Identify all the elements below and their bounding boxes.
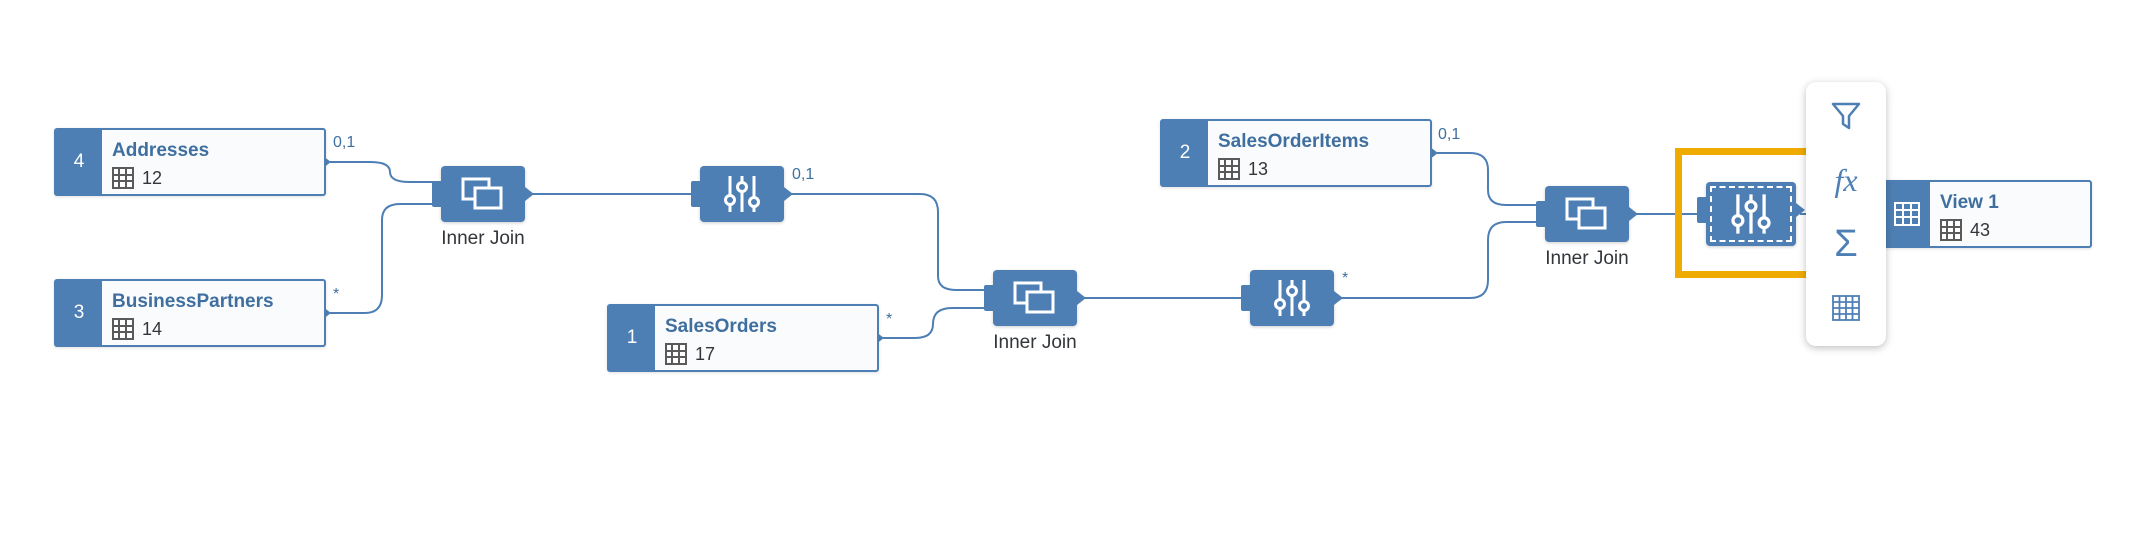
join-node-1[interactable] (432, 166, 534, 222)
join-order-badge: 4 (56, 130, 102, 194)
selection-highlight (1675, 148, 1819, 278)
join-order-badge: 1 (609, 306, 655, 370)
source-node-sales-order-items[interactable]: 2 SalesOrderItems 13 (1160, 119, 1432, 187)
filter-icon[interactable] (1822, 92, 1870, 140)
join-icon (1565, 197, 1607, 230)
node-action-toolbar: fx Σ (1806, 82, 1886, 346)
projection-icon (1731, 194, 1771, 234)
cardinality-label: * (333, 286, 340, 303)
wire-projection-a-to-join-2 (790, 193, 993, 291)
table-icon (1218, 158, 1240, 180)
join-icon (1013, 281, 1055, 314)
cardinality-label: * (1342, 270, 1349, 287)
join-label: Inner Join (441, 228, 525, 249)
wire-salesorders-to-join-2 (883, 307, 993, 339)
output-node-view[interactable]: View 1 43 (1882, 180, 2092, 248)
source-node-sales-orders[interactable]: 1 SalesOrders 17 (607, 304, 879, 372)
view-icon (1884, 182, 1930, 246)
column-count: 12 (142, 167, 163, 188)
join-node-2[interactable] (984, 270, 1086, 326)
source-node-addresses[interactable]: 4 Addresses 12 (54, 128, 326, 196)
join-order-badge: 3 (56, 281, 102, 345)
source-name: SalesOrderItems (1218, 131, 1370, 152)
table-icon (1940, 219, 1962, 241)
join-order-badge: 2 (1162, 121, 1208, 185)
source-name: SalesOrders (665, 316, 777, 337)
source-name: Addresses (112, 140, 210, 161)
join-label: Inner Join (993, 332, 1077, 353)
column-count: 14 (142, 318, 163, 339)
column-count: 13 (1248, 158, 1269, 179)
column-count: 43 (1970, 219, 1991, 240)
join-icon (461, 177, 503, 210)
table-icon (665, 343, 687, 365)
calculated-column-icon[interactable]: fx (1834, 161, 1858, 198)
join-node-3[interactable] (1536, 186, 1638, 242)
view-name: View 1 (1940, 192, 1999, 213)
wire-projection-b-to-join-3 (1340, 221, 1545, 299)
table-icon (112, 167, 134, 189)
source-name: BusinessPartners (112, 291, 274, 312)
projection-icon (724, 176, 760, 212)
join-label: Inner Join (1545, 248, 1629, 269)
projection-icon (1274, 280, 1310, 316)
cardinality-label: 0,1 (792, 166, 815, 183)
table-icon (112, 318, 134, 340)
projection-node-a[interactable] (691, 166, 793, 222)
source-node-business-partners[interactable]: 3 BusinessPartners 14 (54, 279, 326, 347)
wire-addresses-to-join-1 (330, 161, 445, 183)
projection-node-b[interactable] (1241, 270, 1343, 326)
projection-node-selected[interactable] (1697, 182, 1805, 246)
cardinality-label: 0,1 (1438, 126, 1461, 143)
aggregation-icon[interactable]: Σ (1834, 222, 1858, 265)
cardinality-label: * (886, 311, 893, 328)
table-icon[interactable] (1822, 284, 1870, 332)
wire-salesorderitems-to-join-3 (1437, 152, 1545, 206)
wire-partners-to-join-1 (330, 203, 445, 314)
cardinality-label: 0,1 (333, 134, 356, 151)
column-count: 17 (695, 343, 716, 364)
